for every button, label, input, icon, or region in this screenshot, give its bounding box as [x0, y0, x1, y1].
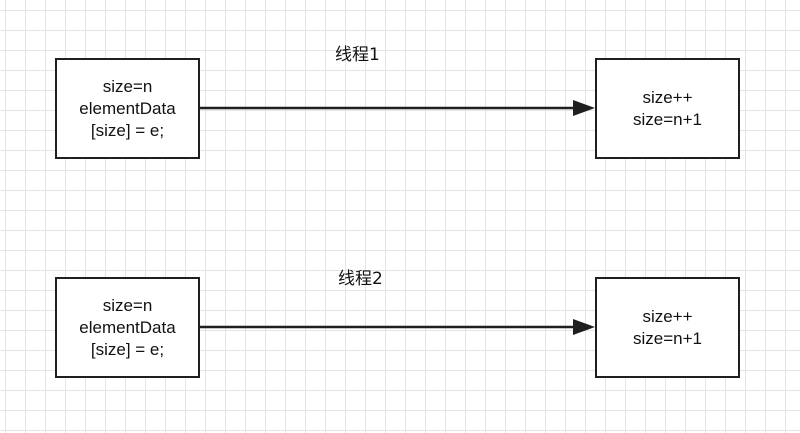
- arrow-thread2: [199, 319, 595, 335]
- thread2-source-line1: size=n: [102, 295, 153, 315]
- arrow-thread1: [199, 100, 595, 116]
- thread2-label: 线程2: [338, 269, 383, 289]
- thread1-source-line2: elementData: [79, 98, 176, 118]
- thread2-target-line1: size++: [642, 306, 693, 326]
- thread1-target-line1: size++: [642, 87, 693, 107]
- thread2-source-line2: elementData: [79, 317, 176, 337]
- thread2-target-box: size++ size=n+1: [595, 277, 740, 378]
- thread2-target-line2: size=n+1: [633, 328, 702, 348]
- thread2-source-line3: [size] = e;: [90, 339, 165, 359]
- thread2-source-box: size=n elementData [size] = e;: [55, 277, 200, 378]
- thread1-source-line3: [size] = e;: [90, 120, 165, 140]
- thread1-target-line2: size=n+1: [633, 109, 702, 129]
- thread1-source-box: size=n elementData [size] = e;: [55, 58, 200, 159]
- thread1-source-line1: size=n: [102, 76, 153, 96]
- thread1-label: 线程1: [335, 45, 380, 65]
- thread1-target-box: size++ size=n+1: [595, 58, 740, 159]
